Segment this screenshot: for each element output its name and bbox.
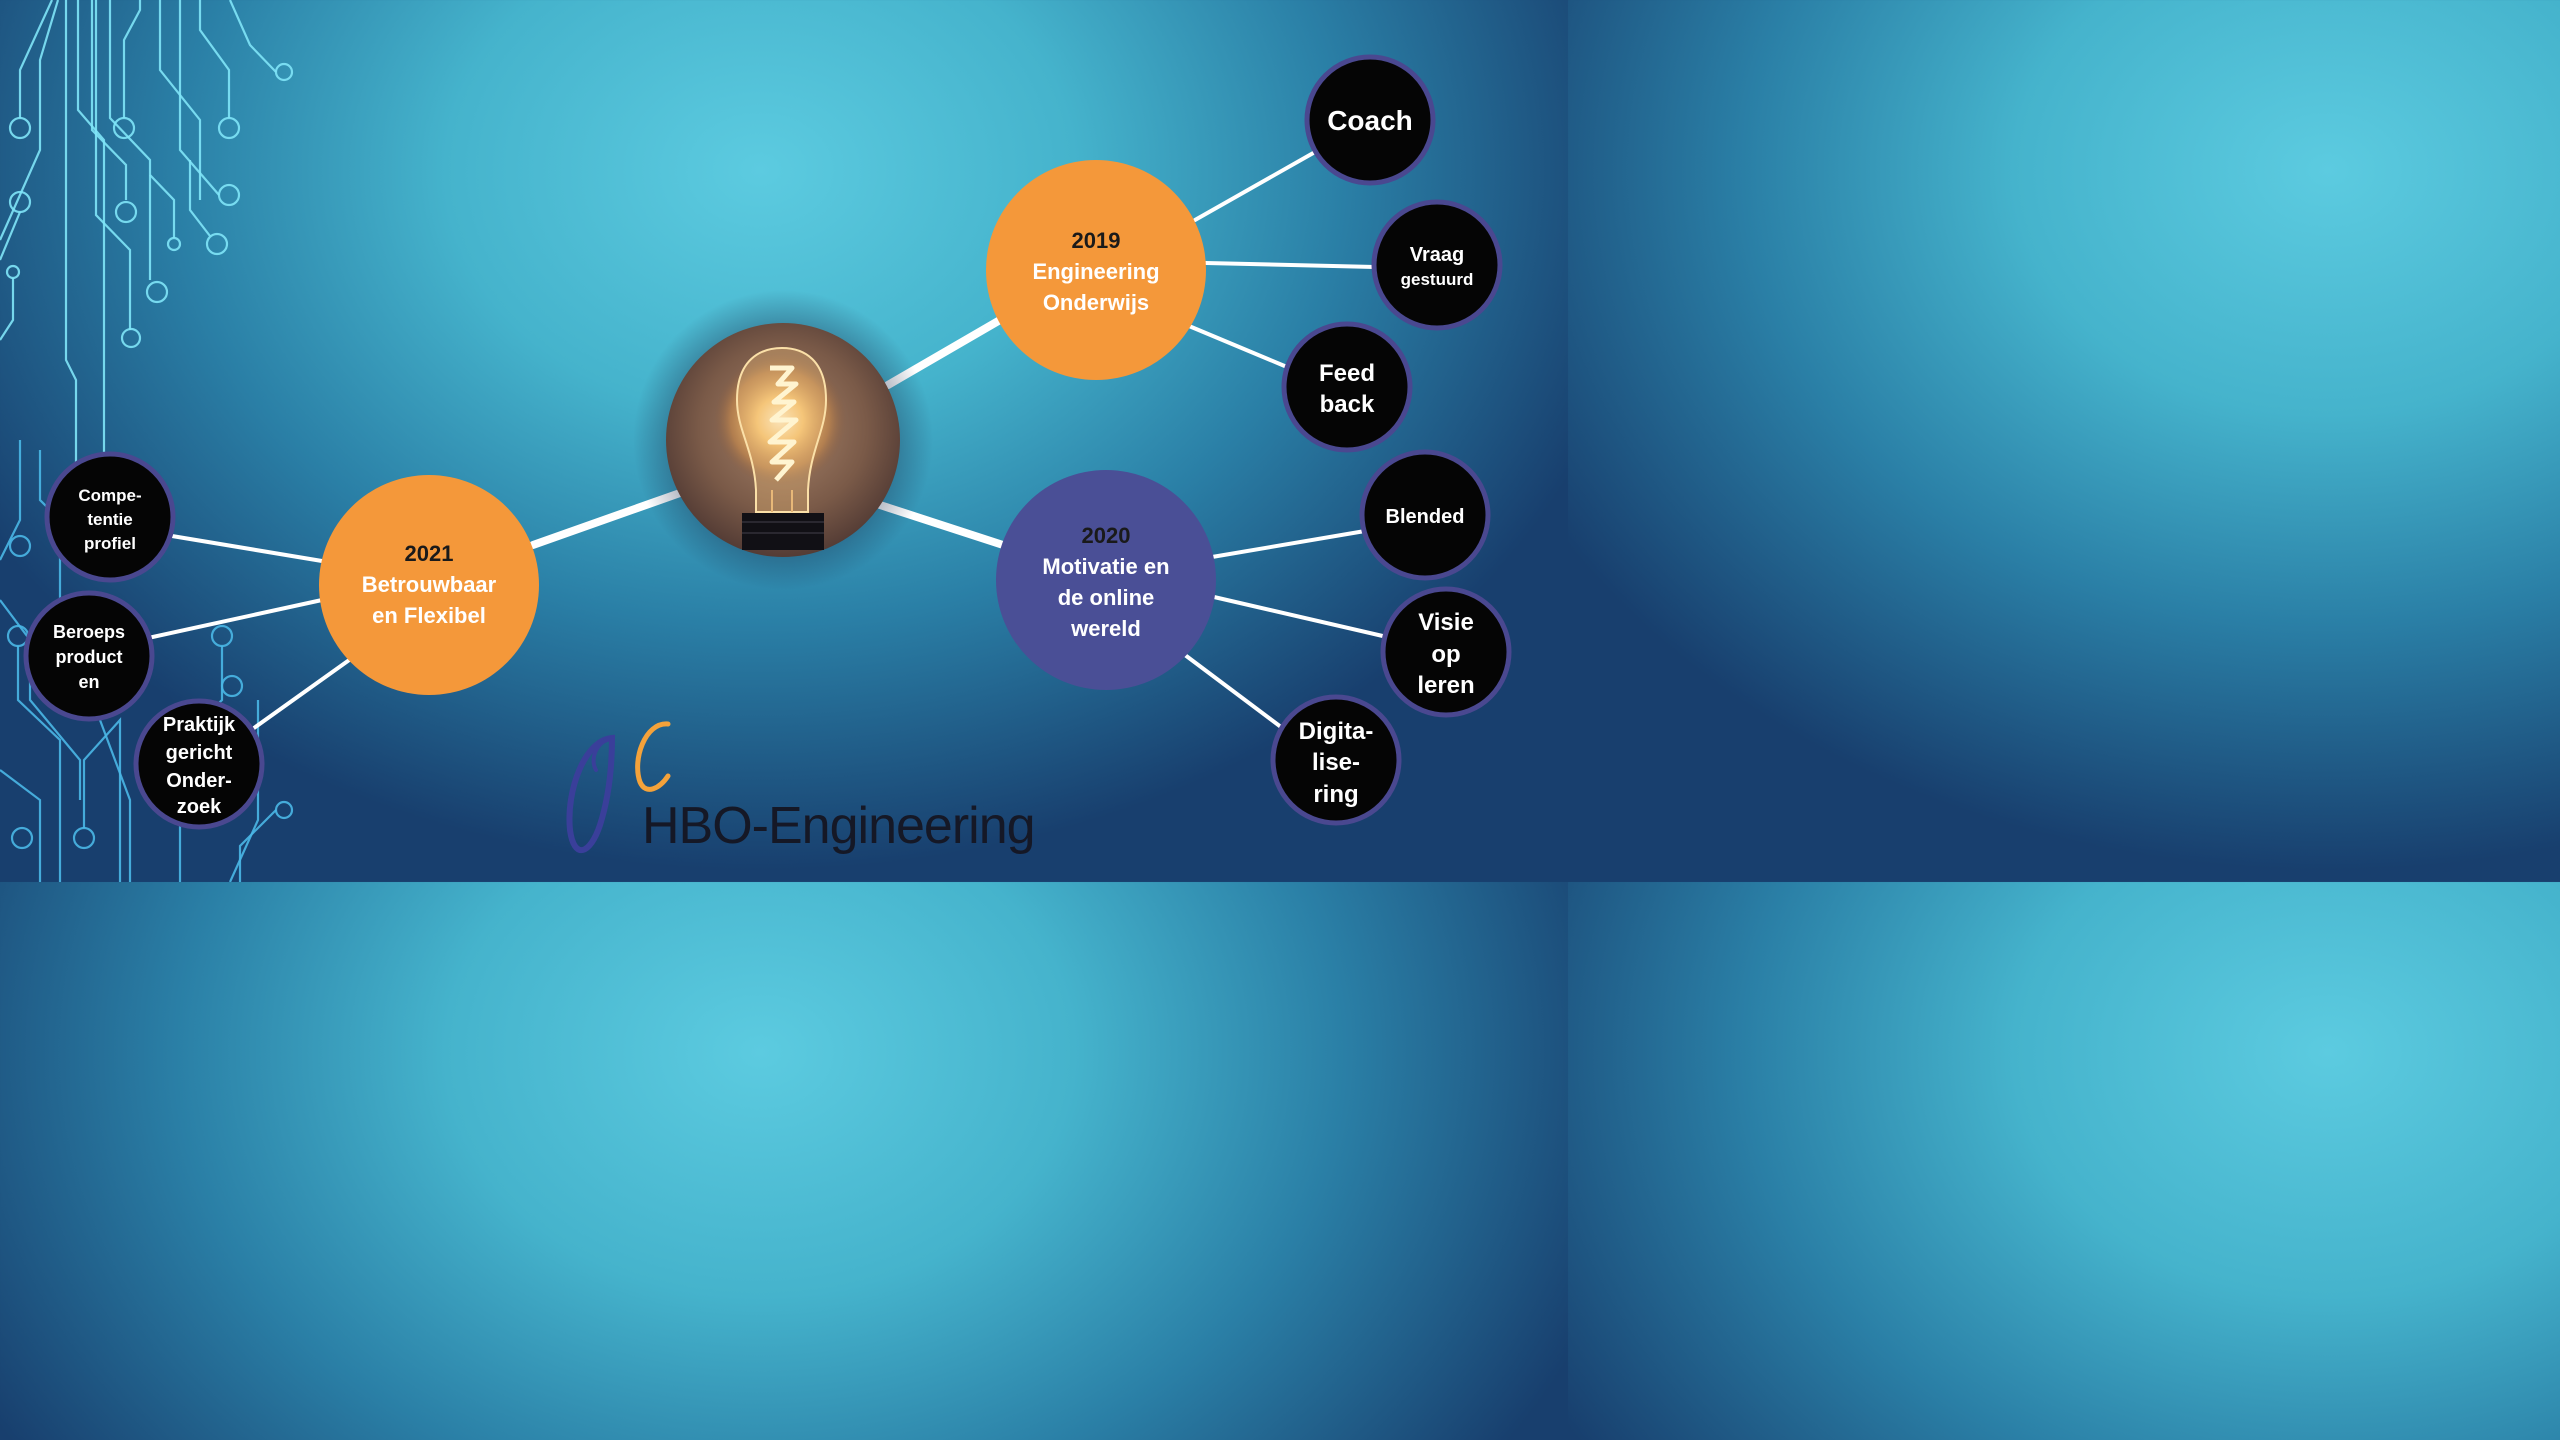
leaf-feedback-line2: back [1320,391,1375,418]
connector-2021-beroeps [146,598,324,640]
light-bulb-icon [714,346,846,550]
connector-2021-competentie [170,534,324,563]
leaf-visie-circle [1380,586,1512,718]
hub-2021-year: 2021 [405,541,454,566]
connector-2019-coach [1193,150,1317,222]
hub-2020-line1: Motivatie en [1042,554,1169,579]
mind-map-diagram: 2019 Engineering Onderwijs 2020 Motivati… [0,0,1512,882]
leaf-praktijk-line2: gericht [166,742,233,764]
hub-2019-line2: Onderwijs [1043,290,1149,315]
hub-2020-circle [996,470,1216,690]
leaf-beroeps-line1: Beroeps [53,622,125,642]
leaf-feedback[interactable]: Feed back [1281,321,1413,453]
leaf-competentieprofiel[interactable]: Compe- tentie profiel [44,451,176,583]
leaf-praktijk-line4: zoek [177,796,222,818]
hub-2021-line1: Betrouwbaar [362,572,497,597]
leaf-coach[interactable]: Coach [1304,54,1436,186]
leaf-digitalisering-line1: Digita- [1299,718,1374,745]
leaf-visie-line1: Visie [1418,609,1474,636]
leaf-beroeps-line3: en [78,672,99,692]
leaf-digitalisering-line2: lise- [1312,749,1360,776]
hub-2019-circle [986,160,1206,380]
hub-2019-year: 2019 [1072,228,1121,253]
hub-2019-node[interactable]: 2019 Engineering Onderwijs [986,160,1206,380]
hbo-engineering-logo-icon [566,721,671,854]
leaf-digitalisering-line3: ring [1313,781,1358,808]
circuit-decoration-top [0,0,294,481]
hub-2021-node[interactable]: 2021 Betrouwbaar en Flexibel [319,475,539,695]
connector-2020-visie [1212,595,1389,639]
leaf-blended[interactable]: Blended [1359,449,1491,581]
leaf-feedback-line1: Feed [1319,360,1375,387]
connector-2020-digitalisering [1183,653,1287,732]
leaf-competentie-line2: tentie [87,510,132,529]
leaf-vraag-line1: Vraag [1410,244,1464,266]
leaf-feedback-circle [1281,321,1413,453]
hub-2021-line2: en Flexibel [372,603,486,628]
leaf-beroeps-circle [23,590,155,722]
leaf-praktijkgericht-onderzoek[interactable]: Praktijk gericht Onder- zoek [133,698,265,830]
leaf-beroepsproducten[interactable]: Beroeps product en [23,590,155,722]
leaf-visie-line2: op [1431,641,1460,668]
leaf-digitalisering-circle [1270,694,1402,826]
leaf-beroeps-line2: product [56,647,123,667]
connector-2019-vraag [1204,261,1377,269]
leaf-coach-circle [1304,54,1436,186]
leaf-digitalisering[interactable]: Digita- lise- ring [1270,694,1402,826]
connector-2021-praktijk [252,656,354,730]
hub-2020-node[interactable]: 2020 Motivatie en de online wereld [996,470,1216,690]
connector-2020-blended [1210,529,1367,559]
leaf-praktijk-circle [133,698,265,830]
logo-wordmark: HBO-Engineering [642,797,1036,855]
leaf-visie-line3: leren [1417,672,1474,699]
hub-2019-line1: Engineering [1032,259,1159,284]
leaf-vraag-line2: gestuurd [1401,270,1474,289]
center-node [633,290,933,590]
connector-2019-feedback [1187,324,1289,369]
hub-2020-line2: de online [1058,585,1155,610]
leaf-coach-line1: Coach [1327,105,1413,136]
leaf-praktijk-line3: Onder- [166,770,232,792]
leaf-blended-circle [1359,449,1491,581]
leaf-competentie-line1: Compe- [78,486,141,505]
leaf-visie-op-leren[interactable]: Visie op leren [1380,586,1512,718]
hub-2020-year: 2020 [1082,523,1131,548]
leaf-vraag-circle [1371,199,1503,331]
leaf-blended-line1: Blended [1386,506,1465,528]
leaf-competentie-line3: profiel [84,534,136,553]
hub-2021-circle [319,475,539,695]
hub-2020-line3: wereld [1070,616,1141,641]
leaf-vraag-gestuurd[interactable]: Vraag gestuurd [1371,199,1503,331]
leaf-competentie-circle [44,451,176,583]
leaf-praktijk-line1: Praktijk [163,714,236,736]
